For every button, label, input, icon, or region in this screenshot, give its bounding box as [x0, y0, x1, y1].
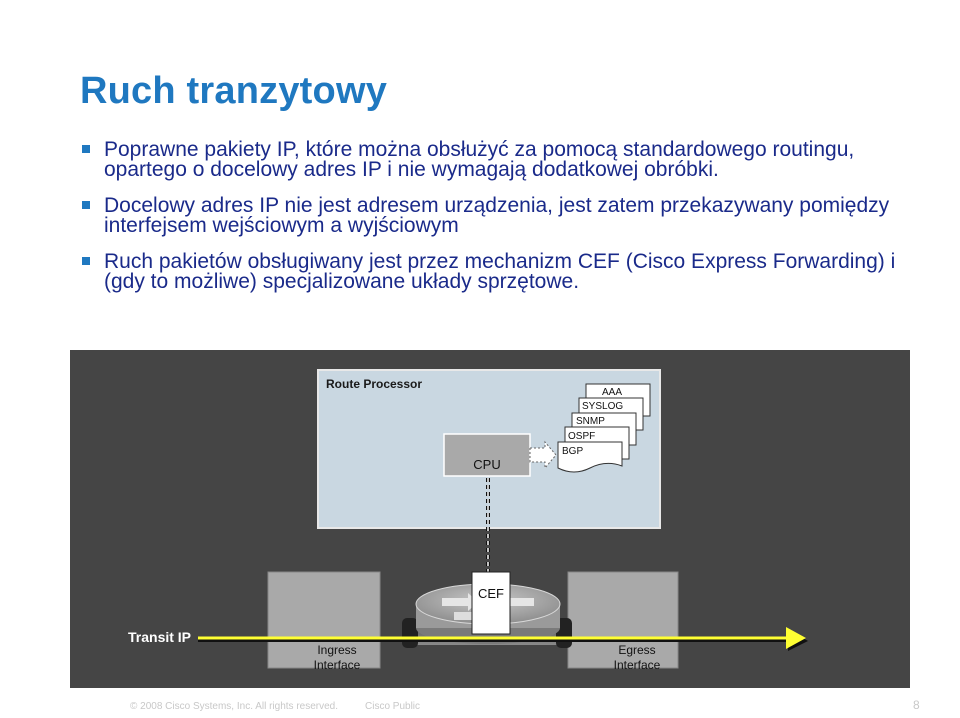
- bullet-square-icon: [82, 201, 90, 209]
- cef-box: [471, 571, 511, 635]
- protocol-stack: AAA SYSLOG SNMP OSPF BGP: [557, 383, 651, 473]
- cpu-label: CPU: [473, 457, 500, 472]
- cpu-box: [443, 433, 531, 477]
- page-number: 8: [913, 698, 920, 712]
- bullet-list: Poprawne pakiety IP, które można obsłuży…: [82, 138, 902, 308]
- protocol-label: SYSLOG: [582, 401, 623, 412]
- cef-label: CEF: [478, 586, 504, 601]
- protocol-label: OSPF: [568, 431, 595, 442]
- bullet-text: Ruch pakietów obsługiwany jest przez mec…: [104, 250, 896, 293]
- route-processor-label: Route Processor: [326, 377, 422, 391]
- bullet-item: Docelowy adres IP nie jest adresem urząd…: [82, 194, 902, 237]
- classification-text: Cisco Public: [365, 701, 421, 712]
- cpu-to-stack-arrow: [529, 440, 557, 470]
- bullet-text: Docelowy adres IP nie jest adresem urząd…: [104, 194, 890, 237]
- egress-interface-label: Egress: [618, 643, 655, 657]
- bullet-text: Poprawne pakiety IP, które można obsłuży…: [104, 138, 855, 181]
- ingress-interface-box: [267, 571, 381, 669]
- protocol-label: BGP: [562, 446, 583, 457]
- bullet-item: Poprawne pakiety IP, które można obsłuży…: [82, 138, 902, 181]
- egress-interface-box: [567, 571, 679, 669]
- protocol-label: AAA: [602, 387, 622, 398]
- ingress-interface-label: Ingress: [317, 643, 356, 657]
- transit-ip-arrowhead: [786, 627, 806, 649]
- ingress-interface-label: Interface: [314, 658, 361, 672]
- copyright-text: © 2008 Cisco Systems, Inc. All rights re…: [130, 701, 339, 712]
- bullet-item: Ruch pakietów obsługiwany jest przez mec…: [82, 250, 902, 293]
- transit-ip-label: Transit IP: [128, 629, 191, 645]
- protocol-card: [557, 441, 623, 473]
- transit-traffic-diagram: Route Processor CPU AAA SYSLOG SNMP OSPF…: [70, 350, 910, 688]
- tube-cap-left: [402, 618, 418, 648]
- slide-title: Ruch tranzytowy: [80, 70, 388, 112]
- protocol-label: SNMP: [576, 416, 605, 427]
- bullet-square-icon: [82, 257, 90, 265]
- bullet-square-icon: [82, 145, 90, 153]
- egress-interface-label: Interface: [614, 658, 661, 672]
- footer: © 2008 Cisco Systems, Inc. All rights re…: [0, 688, 960, 718]
